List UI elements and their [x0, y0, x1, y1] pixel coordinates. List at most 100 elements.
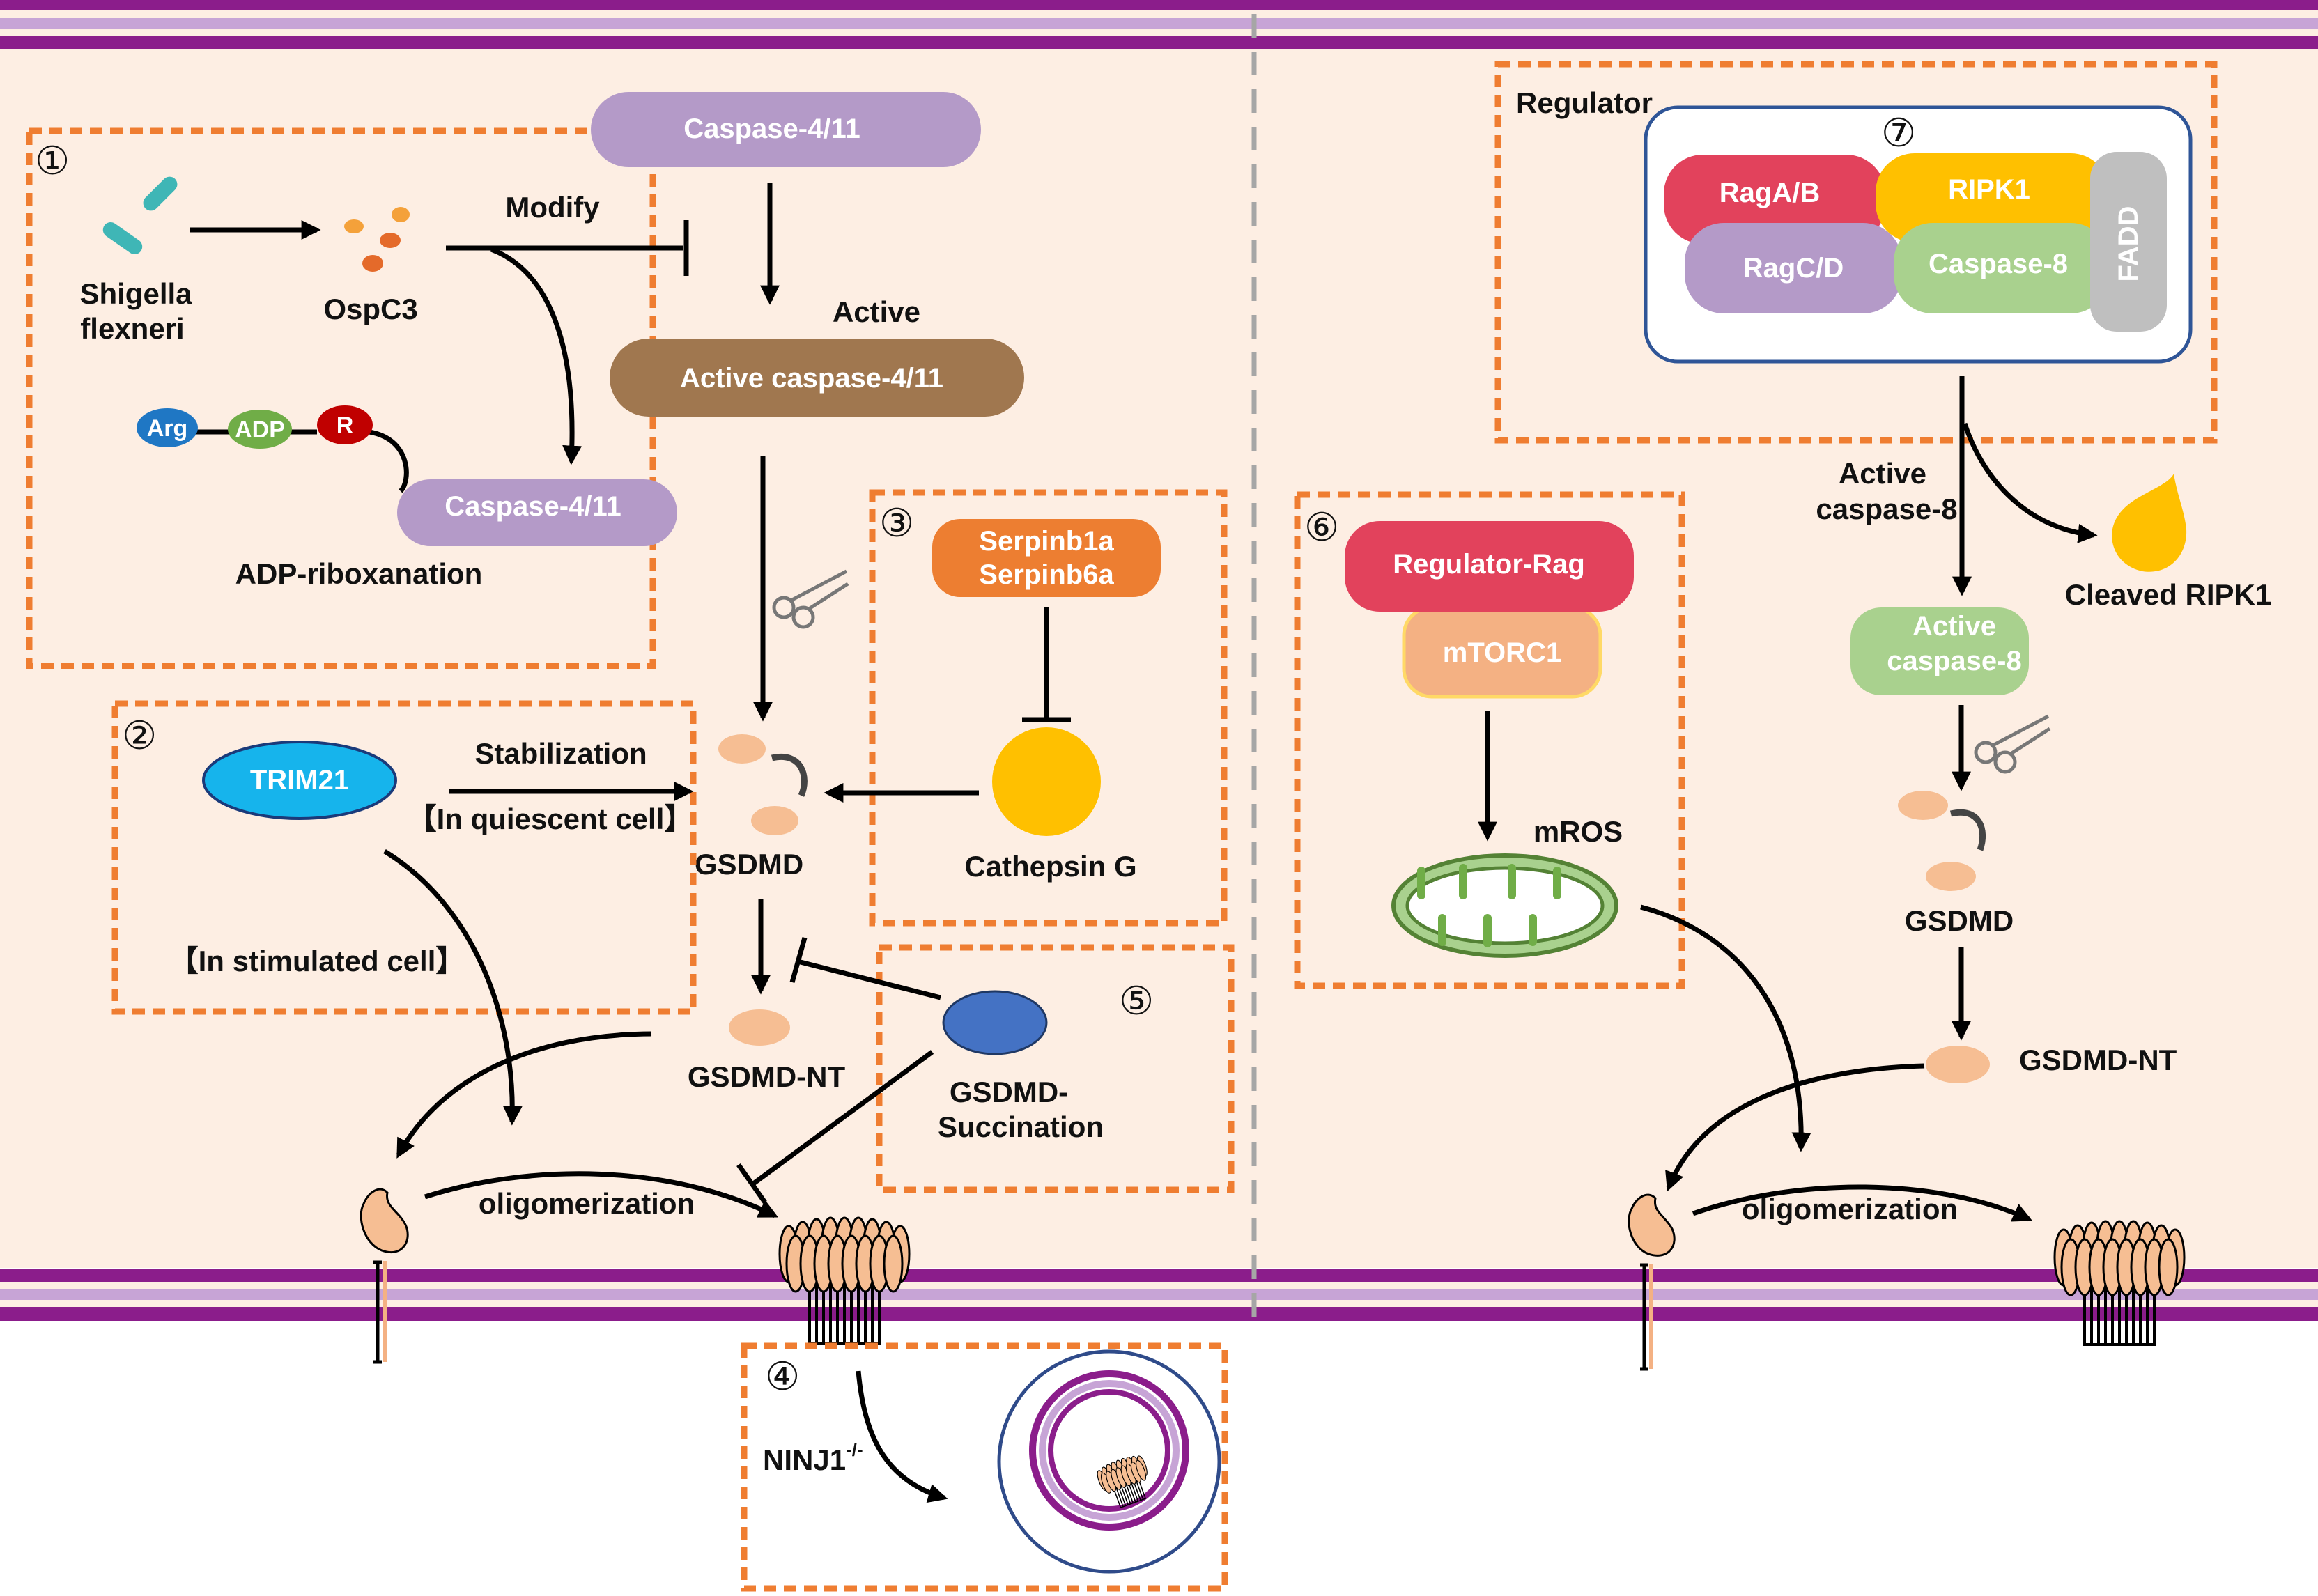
active-caspase-4-11: Active caspase-4/11 [610, 339, 1024, 417]
panel-4-box [741, 1342, 1228, 1592]
oligomerization-left-label: oligomerization [479, 1187, 695, 1220]
svg-text:Arg: Arg [147, 415, 188, 442]
arg-node [137, 408, 198, 447]
stimulated-label: 【In stimulated cell】 [169, 945, 465, 977]
mros-label: mROS [1533, 815, 1623, 848]
svg-text:RagC/D: RagC/D [1743, 253, 1844, 284]
ragc-d: RagC/D [1685, 223, 1902, 313]
quiescent-label: 【In quiescent cell】 [408, 803, 694, 835]
serpinb1a-serpinb6a: Serpinb1a Serpinb6a [932, 519, 1161, 597]
panel-2-box [111, 700, 697, 1015]
gsdmd-full-length [718, 734, 808, 835]
oligomerization-right-label: oligomerization [1742, 1193, 1958, 1225]
mitochondrion-icon [1391, 853, 1618, 958]
svg-text:FADD: FADD [2113, 206, 2144, 282]
membrane-vesicle [997, 1349, 1221, 1574]
svg-text:Caspase-4/11: Caspase-4/11 [445, 491, 621, 522]
gsdmd-nt-label-right: GSDMD-NT [2019, 1044, 2177, 1076]
svg-text:Active: Active [1913, 611, 1996, 642]
arrow-ospc3-to-modified [490, 247, 582, 465]
gsdmd-label-right: GSDMD [1905, 904, 2014, 937]
svg-text:Serpinb1a: Serpinb1a [979, 526, 1114, 557]
panel-6-number: ⑥ [1304, 505, 1339, 549]
gsdmd-monomer-left [360, 1188, 409, 1364]
modify-label: Modify [505, 191, 600, 224]
arrow-oligomerization-right [1692, 1184, 2033, 1222]
svg-text:Serpinb6a: Serpinb6a [979, 559, 1114, 590]
cathepsin-g-label: Cathepsin G [964, 850, 1136, 883]
inhibit-succ-oligo [750, 1050, 934, 1186]
ninj1-label: NINJ1-/- [763, 1439, 863, 1476]
arrow-nt-to-monomer [396, 1031, 652, 1159]
ospc3-label: OspC3 [323, 293, 417, 325]
panel-6-box [1294, 491, 1685, 989]
gsdmd-monomer-right [1628, 1193, 1676, 1371]
active-caspase-8-text-2: caspase-8 [1816, 493, 1957, 525]
svg-text:R: R [337, 412, 354, 439]
active-caspase-8-text-1: Active [1839, 457, 1926, 490]
bottom-membrane [0, 1269, 2318, 1321]
svg-text:RIPK1: RIPK1 [1948, 174, 2030, 205]
panel-3-box [869, 489, 1228, 927]
fadd: FADD [2090, 152, 2167, 332]
succination-label-1: GSDMD- [950, 1076, 1068, 1108]
modified-caspase-4-11: Caspase-4/11 [397, 479, 677, 546]
gsdmd-label: GSDMD [695, 848, 803, 881]
top-membrane [0, 0, 2318, 49]
arrow-mros-to-oligo [1640, 904, 1811, 1152]
panel-5-number: ⑤ [1119, 979, 1154, 1023]
caspase-8: Caspase-8 [1894, 223, 2110, 313]
adp-riboxanation-label: ADP-riboxanation [235, 557, 483, 590]
ripk1: RIPK1 [1876, 153, 2110, 242]
panel-2-number: ② [122, 713, 157, 757]
inhibit-succ-cleavage-bar [789, 937, 808, 983]
adp-node [228, 410, 292, 449]
cleaved-ripk1-label: Cleaved RIPK1 [2065, 578, 2271, 611]
trim21: TRIM21 [202, 741, 397, 820]
svg-text:Caspase-4/11: Caspase-4/11 [683, 114, 860, 144]
cathepsin-g-circle [992, 727, 1101, 836]
svg-text:Caspase-8: Caspase-8 [1929, 249, 2068, 279]
shigella-label-2: flexneri [80, 312, 184, 345]
gsdmd-full-length-right [1898, 791, 1986, 891]
succination-ellipse [942, 990, 1048, 1055]
svg-text:ADP: ADP [235, 417, 285, 443]
arrow-to-cleaved-ripk1 [1962, 422, 2098, 543]
arrow-trim21-to-oligo [383, 849, 523, 1126]
shigella-bacterium-icon [102, 176, 178, 255]
panel-7-number: ⑦ [1881, 111, 1916, 155]
arrow-ninj1 [856, 1370, 948, 1503]
stabilization-label: Stabilization [474, 737, 647, 770]
gsdmd-nt-shape [729, 1009, 790, 1046]
regulator-label: Regulator [1516, 86, 1653, 119]
svg-text:caspase-8: caspase-8 [1887, 646, 2021, 676]
panel-1-number: ① [35, 139, 70, 183]
arrow-nt-to-monomer-right [1665, 1063, 1925, 1192]
svg-text:Active caspase-4/11: Active caspase-4/11 [680, 363, 943, 394]
regulator-rag: Regulator-Rag [1345, 521, 1634, 612]
panel-4-number: ④ [765, 1354, 800, 1398]
inhibit-succ-cleavage [797, 959, 941, 1000]
shigella-label-1: Shigella [79, 277, 192, 310]
active-caspase-8-pill: Active caspase-8 [1850, 607, 2029, 695]
panel-5-box [876, 944, 1235, 1193]
active-label: Active [833, 295, 920, 328]
raga-b: RagA/B [1664, 155, 1885, 244]
succination-label-2: Succination [938, 1110, 1104, 1143]
gsdmd-nt-shape-right [1926, 1046, 1990, 1083]
arrow-oligomerization-left [424, 1171, 779, 1218]
caspase-4-11-top: Caspase-4/11 [591, 92, 981, 167]
adp-ribose-chain: Arg ADP R [137, 405, 409, 493]
inhibit-succ-oligo-bar [736, 1163, 767, 1204]
svg-text:TRIM21: TRIM21 [250, 765, 349, 796]
svg-text:RagA/B: RagA/B [1720, 178, 1820, 208]
mtorc1: mTORC1 [1402, 605, 1602, 699]
svg-text:Regulator-Rag: Regulator-Rag [1393, 549, 1585, 580]
panel-3-number: ③ [879, 501, 914, 545]
svg-text:mTORC1: mTORC1 [1443, 637, 1561, 668]
gsdmd-nt-label: GSDMD-NT [688, 1060, 846, 1093]
cleaved-ripk1-drop-icon [2112, 474, 2187, 572]
r-node [317, 405, 373, 444]
